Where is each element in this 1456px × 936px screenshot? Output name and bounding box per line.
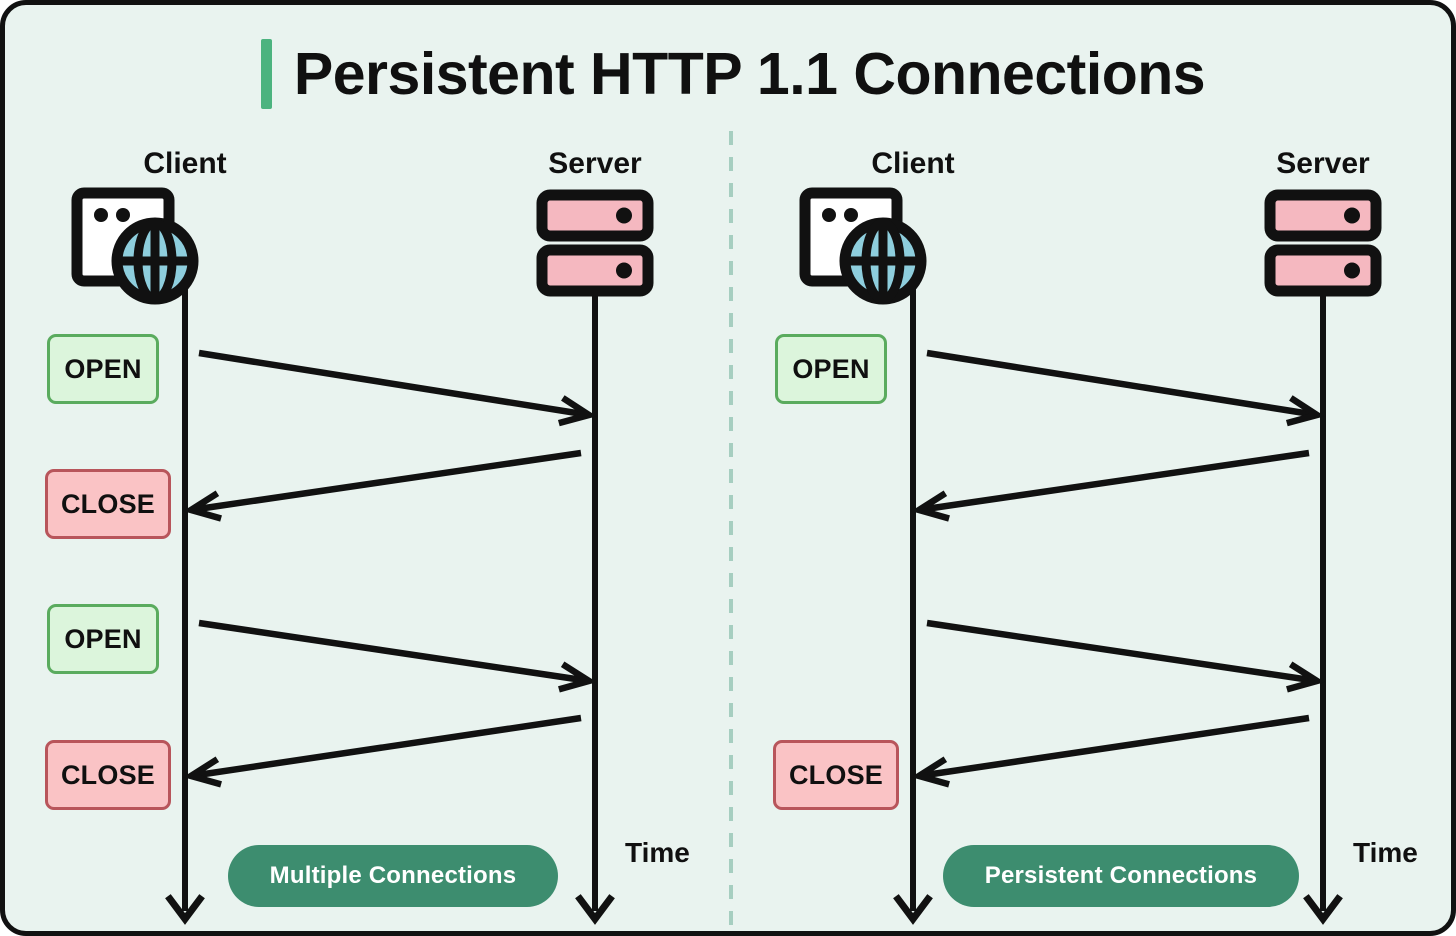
client-label: Client	[871, 147, 955, 180]
badge-close-2: CLOSE	[773, 740, 899, 810]
time-label: Time	[625, 837, 690, 868]
arrow-right-icon-3	[926, 619, 1325, 693]
badge-open-1: OPEN	[775, 334, 887, 404]
arrow-left-icon-4	[911, 714, 1310, 788]
arrow-down-icon	[893, 894, 933, 925]
arrow-down-icon	[165, 894, 205, 925]
arrow-left-icon-4	[183, 714, 582, 788]
arrow-right-icon-1	[926, 349, 1325, 427]
browser-globe-icon	[799, 187, 927, 305]
title-text: Persistent HTTP 1.1 Connections	[293, 40, 1206, 107]
client-label: Client	[143, 147, 227, 180]
badge-close-4: CLOSE	[45, 740, 171, 810]
server-label: Server	[1276, 147, 1370, 180]
arrow-left-icon-2	[911, 449, 1310, 522]
page-title: Persistent HTTP 1.1 Connections	[5, 29, 1451, 119]
badge-open-1: OPEN	[47, 334, 159, 404]
badge-close-2: CLOSE	[45, 469, 171, 539]
connection-type-pill: Multiple Connections	[228, 845, 558, 907]
lifeline-client	[910, 287, 916, 911]
lifeline-server	[1320, 287, 1326, 911]
arrow-down-icon	[1303, 894, 1343, 925]
server-label: Server	[548, 147, 642, 180]
arrow-left-icon-2	[183, 449, 582, 522]
server-rack-icon	[536, 189, 654, 297]
title-accent-bar	[260, 39, 272, 109]
arrow-down-icon	[575, 894, 615, 925]
arrow-right-icon-3	[198, 619, 597, 693]
lifeline-server	[592, 287, 598, 911]
arrow-right-icon-1	[198, 349, 597, 427]
lifeline-client	[182, 287, 188, 911]
connection-type-pill: Persistent Connections	[943, 845, 1299, 907]
panel-divider	[729, 131, 733, 931]
browser-globe-icon	[71, 187, 199, 305]
badge-open-3: OPEN	[47, 604, 159, 674]
server-rack-icon	[1264, 189, 1382, 297]
time-label: Time	[1353, 837, 1418, 868]
